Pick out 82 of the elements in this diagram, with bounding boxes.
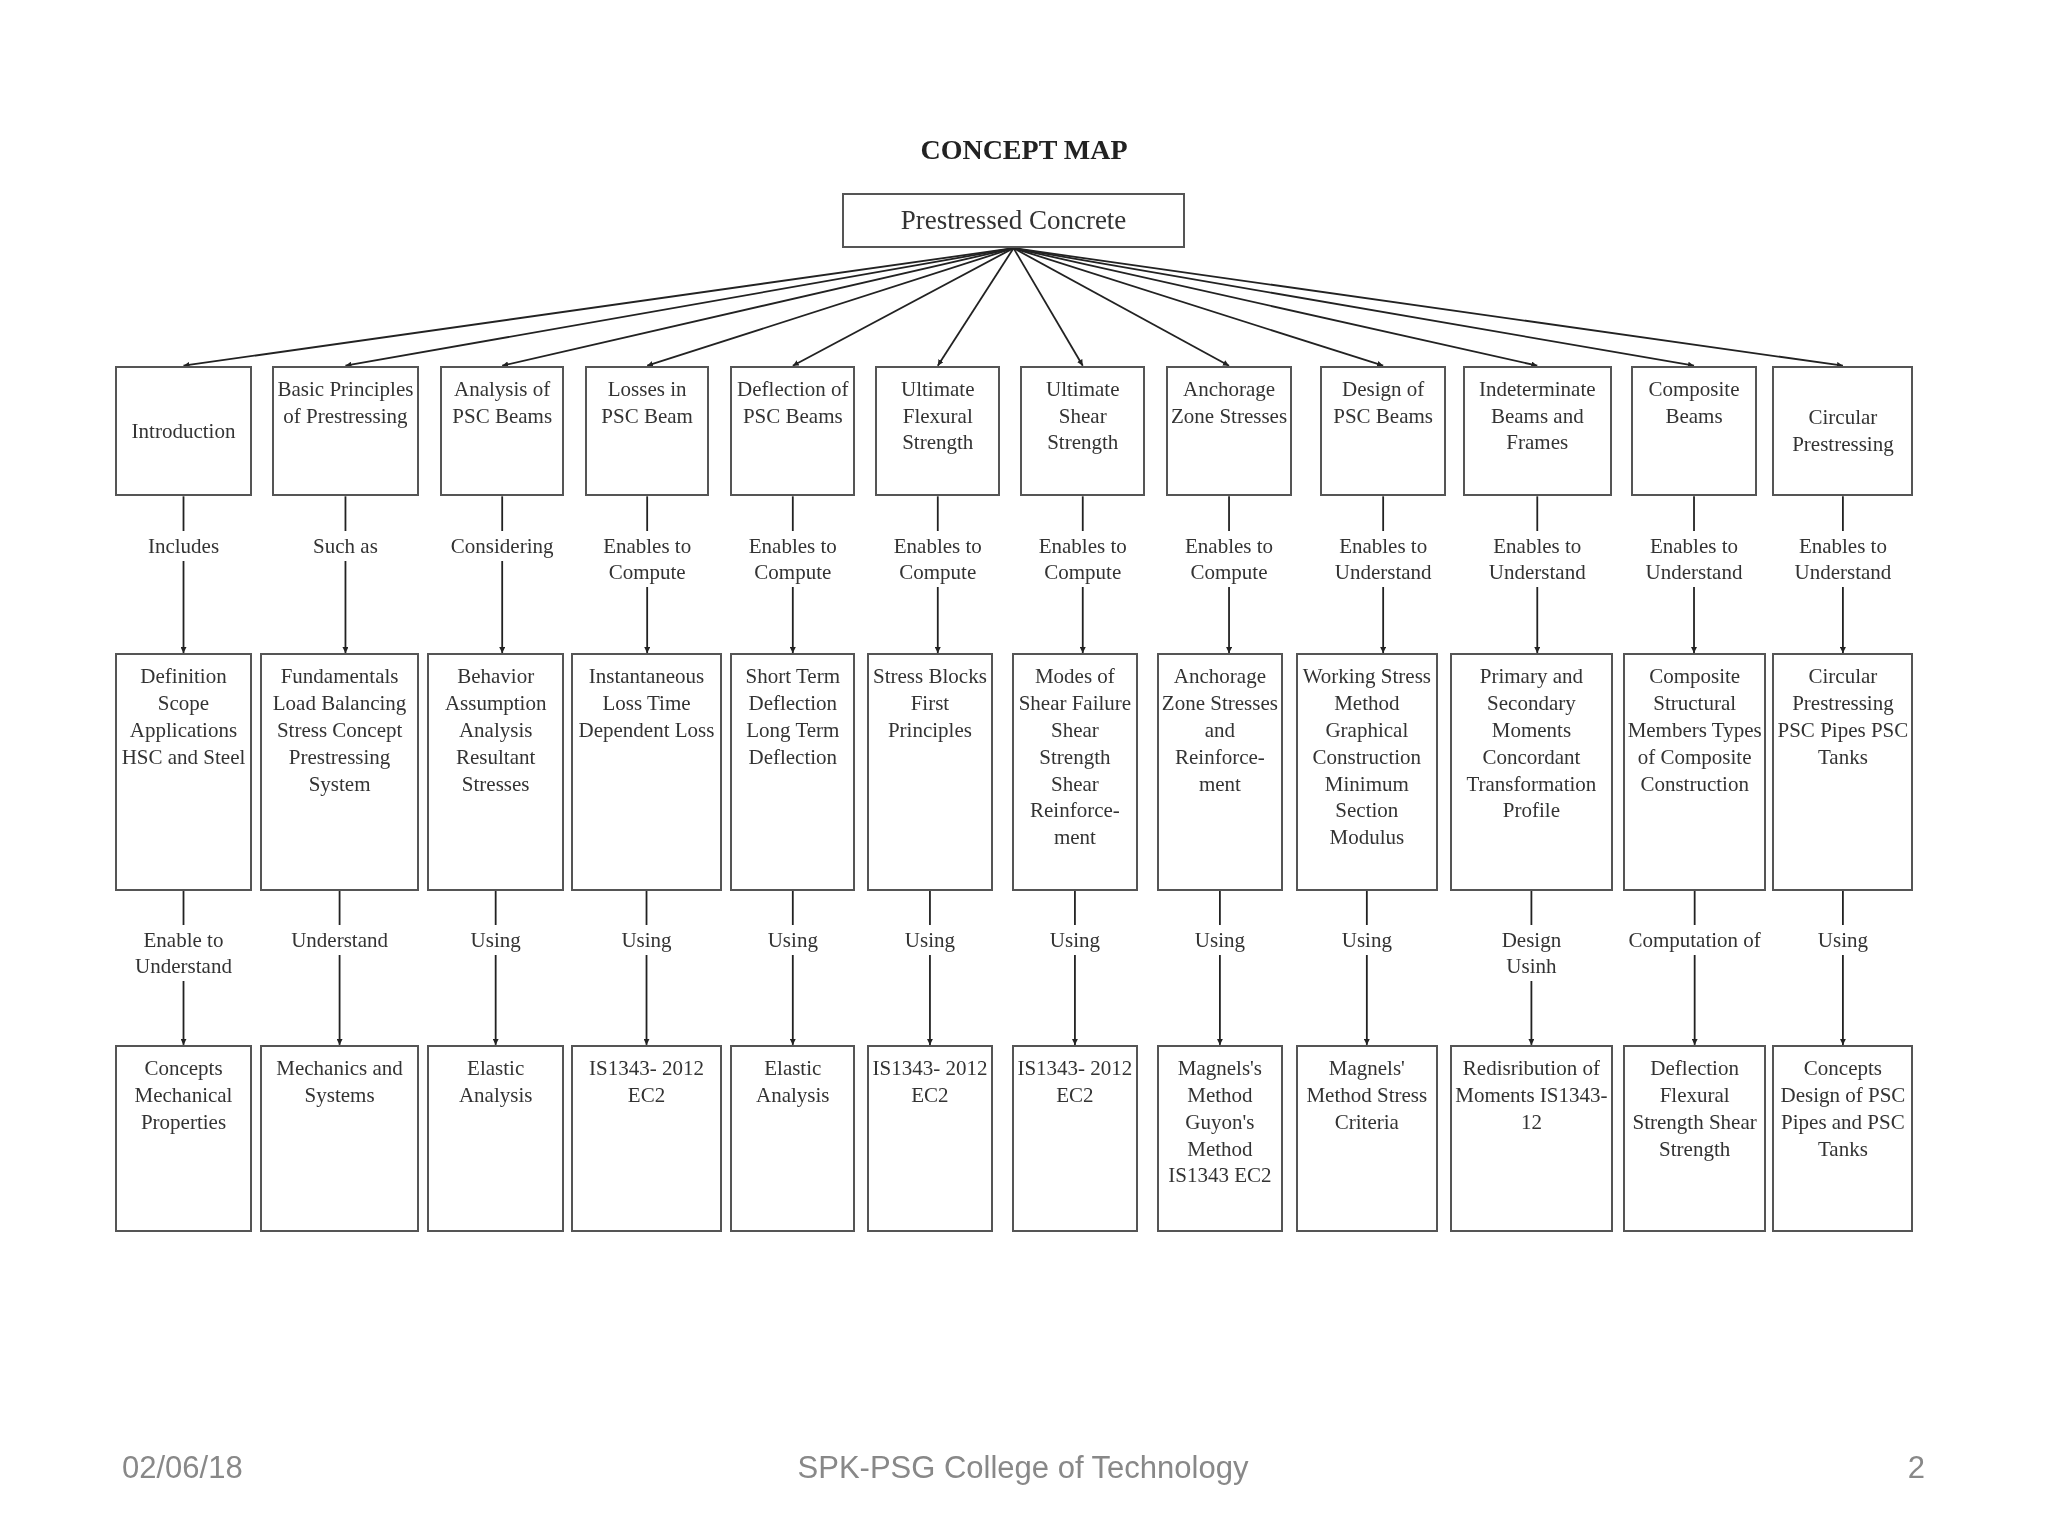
node-text: Redisribution of Moments IS1343-12 [1454, 1054, 1609, 1136]
node-text: Circular Prestressing PSC Pipes PSC Tanks [1776, 663, 1910, 771]
topic-box [440, 365, 565, 497]
node-text: Elastic Analysis [755, 1054, 831, 1109]
node-text: Fundamentals Load Balancing Stress Concept Prestressing System [271, 663, 408, 798]
subtopic-box [1449, 653, 1613, 891]
topic-box [730, 365, 856, 497]
arrow [1012, 247, 1084, 367]
topic-box [1166, 365, 1292, 497]
subtopic-box [1623, 653, 1766, 891]
node-text: Short Term Deflection Long Term Deflection [744, 663, 841, 771]
node-text: Mechanics and Systems [275, 1054, 404, 1109]
node-text: Concepts Mechanical Properties [133, 1054, 234, 1136]
topic-box [1020, 365, 1146, 497]
node-text: Prestressed Concrete [900, 204, 1127, 238]
node-text: Magnels' Method Stress Criteria [1305, 1054, 1429, 1136]
node-text: Ultimate Flexural Strength [900, 375, 976, 457]
node-text: Basic Principles of Prestressing [276, 375, 415, 430]
method-box [1772, 1044, 1914, 1232]
node-text: Composite Structural Members Types of Composite Construction [1627, 663, 1762, 798]
method-box [1623, 1044, 1766, 1232]
node-text: Losses in PSC Beam [600, 375, 694, 430]
topic-box [1462, 365, 1612, 497]
topic-box [114, 365, 253, 497]
node-text: IS1343- 2012 EC2 [1016, 1054, 1134, 1109]
arrow [936, 247, 1015, 367]
node-text: Definition Scope Applications HSC and Steel [120, 663, 247, 771]
footer-date: 02/06/18 [122, 1450, 243, 1486]
subtopic-box [730, 653, 856, 891]
subtopic-box [1295, 653, 1438, 891]
topic-box [585, 365, 710, 497]
root-concept-box [842, 193, 1185, 249]
subtopic-box [259, 653, 420, 891]
node-text: Concepts Design of PSC Pipes and PSC Tanks [1779, 1054, 1907, 1163]
method-box [730, 1044, 856, 1232]
node-text: Deflection Flexural Strength Shear Strength [1631, 1054, 1758, 1163]
node-text: Elastic Analysis [457, 1054, 534, 1109]
node-text: Introduction [131, 417, 236, 445]
node-text: IS1343- 2012 EC2 [871, 1054, 989, 1109]
subtopic-box [570, 653, 723, 891]
subtopic-box [427, 653, 565, 891]
arrow [1012, 247, 1230, 367]
topic-box [1631, 365, 1757, 497]
topic-box [1772, 365, 1914, 497]
method-box [427, 1044, 565, 1232]
node-text: Circular Prestressing [1791, 404, 1895, 458]
node-text: Instantaneous Loss Time Dependent Loss [577, 663, 716, 744]
node-text: Ultimate Shear Strength [1045, 375, 1121, 457]
topic-box [1320, 365, 1446, 497]
method-box [1012, 1044, 1138, 1232]
node-text: Analysis of PSC Beams [451, 375, 554, 430]
subtopic-box [114, 653, 253, 891]
footer-text: SPK-PSG College of Technology [797, 1450, 1249, 1486]
method-box [867, 1044, 993, 1232]
node-text: Magnels's Method Guyon's Method IS1343 EC2 [1167, 1054, 1273, 1190]
node-text: Modes of Shear Failure Shear Strength Shear Reinforce- ment [1017, 663, 1133, 852]
method-box [1157, 1044, 1283, 1232]
subtopic-box [1157, 653, 1283, 891]
method-box [114, 1044, 253, 1232]
subtopic-box [1772, 653, 1914, 891]
node-text: Anchorage Zone Stresses and Reinforce- ment [1161, 663, 1279, 798]
arrow [791, 247, 1015, 367]
topic-box [875, 365, 1001, 497]
node-text: IS1343- 2012 EC2 [588, 1054, 705, 1109]
page-number: 2 [1907, 1450, 1925, 1486]
node-text: Behavior Assumption Analysis Resultant Stresses [443, 663, 548, 798]
node-text: Working Stress Method Graphical Construction Minimum Section Modulus [1301, 663, 1432, 852]
subtopic-box [867, 653, 993, 891]
node-text: Primary and Secondary Moments Concordant Transformation Profile [1465, 663, 1598, 825]
node-text: Design of PSC Beams [1332, 375, 1435, 430]
topic-box [271, 365, 420, 497]
node-text: Anchorage Zone Stresses [1170, 375, 1288, 430]
diagram-title: CONCEPT MAP [919, 134, 1129, 166]
subtopic-box [1012, 653, 1138, 891]
method-box [570, 1044, 723, 1232]
node-text: Indeterminate Beams and Frames [1477, 375, 1597, 457]
node-text: Composite Beams [1647, 375, 1741, 430]
node-text: Stress Blocks First Principles [872, 663, 988, 744]
method-box [259, 1044, 420, 1232]
method-box [1449, 1044, 1613, 1232]
node-text: Deflection of PSC Beams [736, 375, 850, 430]
method-box [1295, 1044, 1438, 1232]
